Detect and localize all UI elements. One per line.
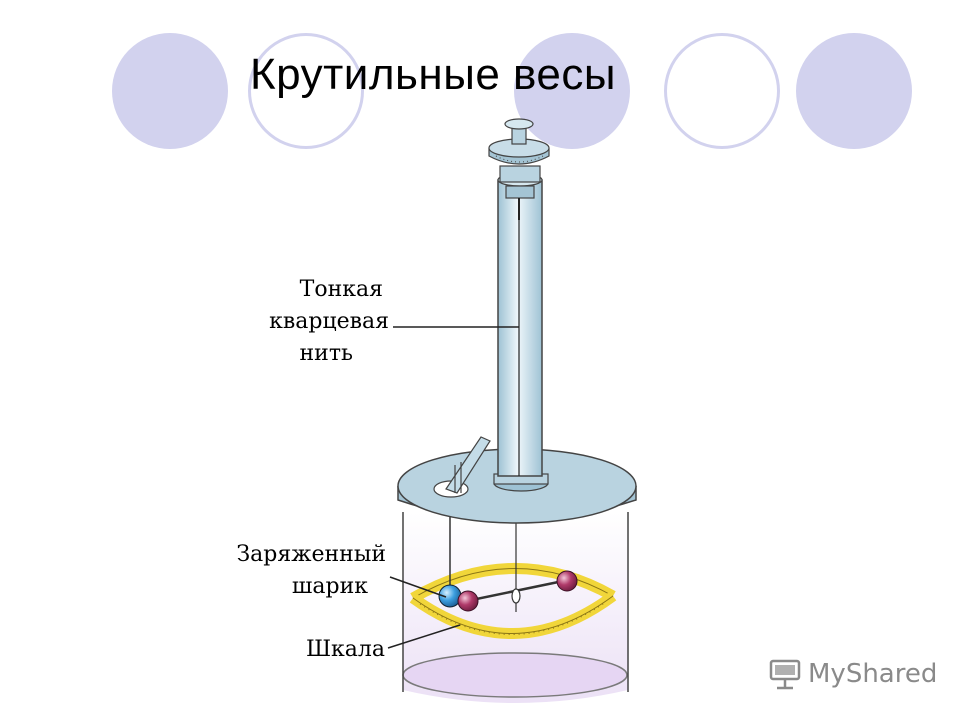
vertical-tube [493, 173, 549, 492]
label-thread-line2: кварцевая [269, 309, 389, 334]
label-thread-line1: Тонкая [300, 277, 383, 302]
scale-ring [410, 563, 616, 603]
label-thread-line3: нить [300, 341, 353, 366]
torsion-head [488, 118, 550, 199]
beam-ball-near [457, 590, 479, 612]
scale-ring-front [409, 591, 617, 639]
watermark-brand: MyShared [808, 659, 938, 689]
deco-circle-1 [112, 33, 228, 149]
label-scale: Шкала [306, 637, 385, 662]
leader-ball [389, 576, 447, 598]
label-ball-line1: Заряженный [236, 542, 386, 567]
deco-circle-2 [514, 33, 630, 149]
leader-scale [387, 624, 461, 649]
deco-circle-3 [796, 33, 912, 149]
deco-ring-1 [248, 33, 364, 149]
label-ball-line2: шарик [292, 574, 368, 599]
projector-screen-icon [769, 659, 801, 690]
mirror-pointer [511, 588, 521, 612]
slide-title: Крутильные весы [250, 50, 617, 99]
watermark: MyShared [768, 657, 937, 691]
beam-ball-far [556, 570, 578, 592]
inserted-rod [445, 436, 491, 494]
deco-ring-2 [664, 33, 780, 149]
